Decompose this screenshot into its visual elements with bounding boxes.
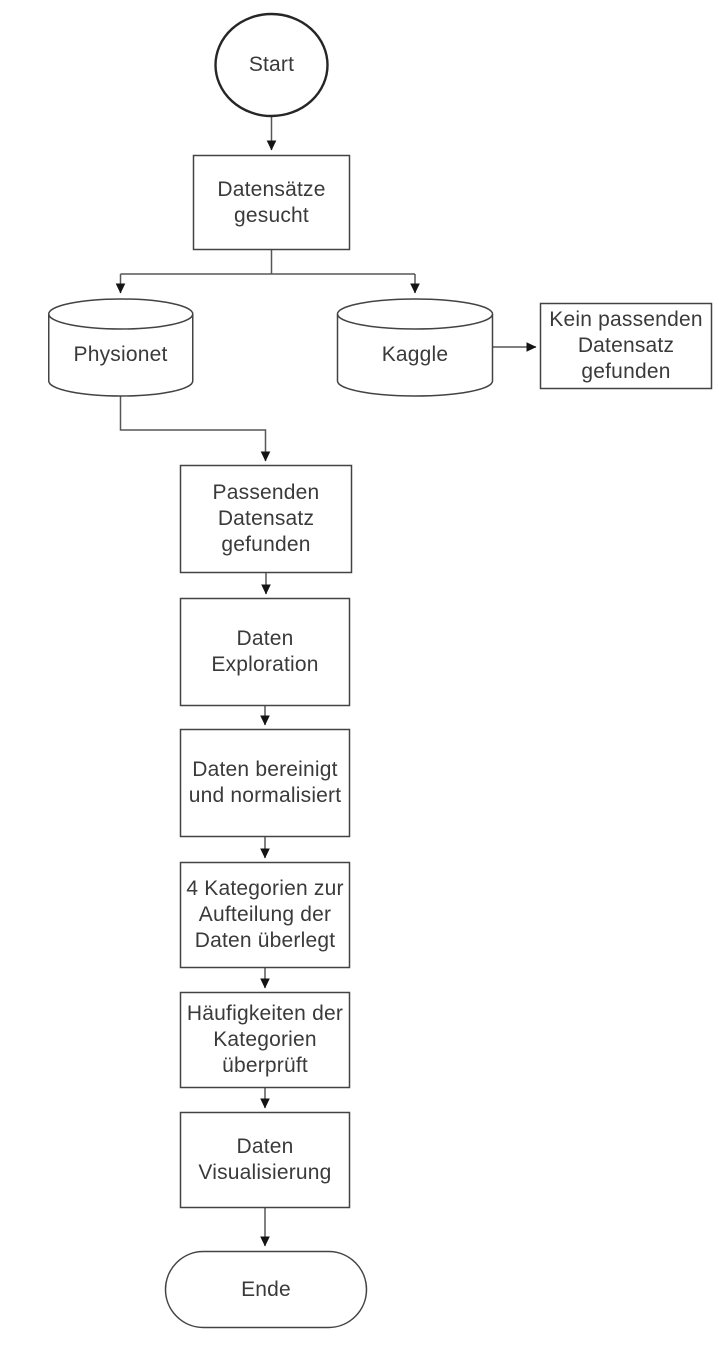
node-kaggle-shape — [336, 298, 494, 397]
edge-datensaetze-branch-stem — [120, 250, 415, 275]
node-exploration-shape — [179, 597, 351, 707]
node-haeufigkeiten-shape — [179, 991, 351, 1089]
node-datensaetze-shape — [192, 154, 351, 251]
node-ende-shape — [164, 1250, 368, 1329]
node-kein-passenden-shape — [539, 302, 713, 390]
node-bereinigt-shape — [179, 728, 351, 838]
node-physionet-shape — [48, 298, 194, 397]
node-start-shape — [214, 12, 329, 118]
node-visualisierung-shape — [179, 1111, 351, 1209]
node-passenden-shape — [179, 464, 353, 574]
node-kategorien-shape — [179, 861, 351, 969]
edge-physionet-to-passenden — [119, 396, 271, 462]
